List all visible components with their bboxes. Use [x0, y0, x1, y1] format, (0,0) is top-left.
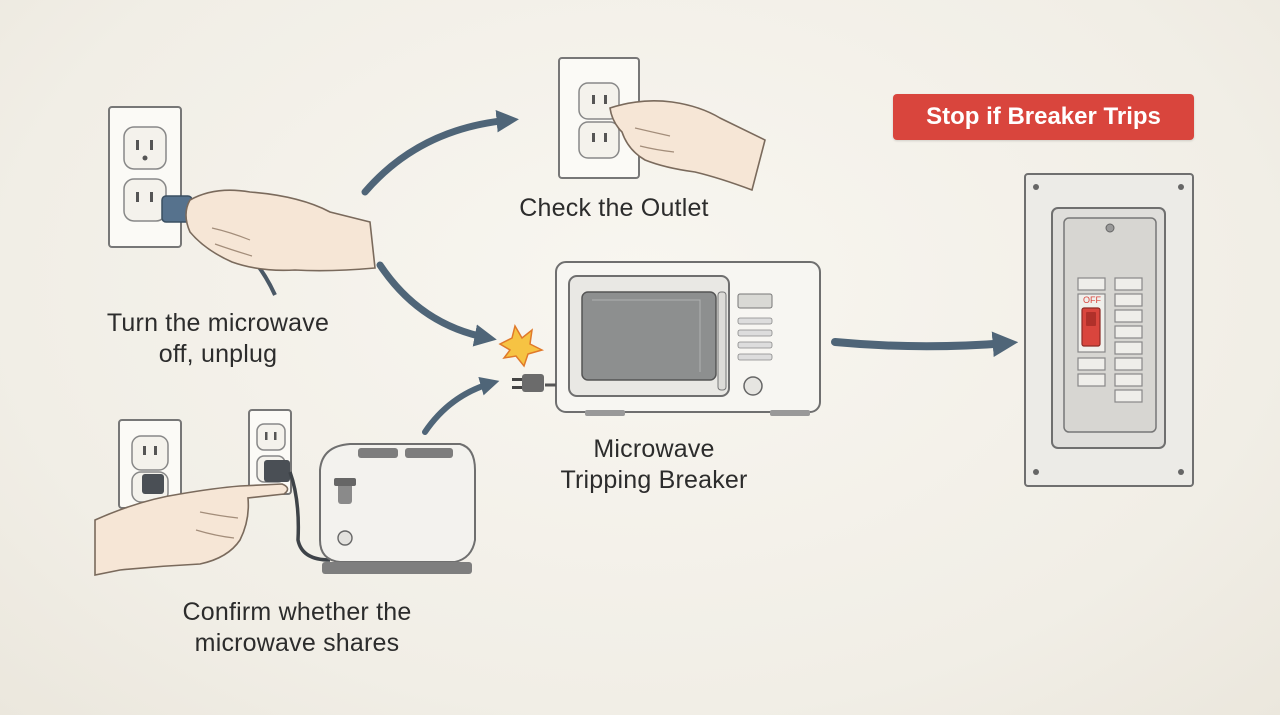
hand-icon: [609, 100, 766, 192]
outlet-icon: [108, 106, 182, 248]
breaker-panel-icon: OFF: [1024, 173, 1194, 487]
flow-arrows: [361, 110, 1019, 435]
arrow-icon: [422, 376, 500, 435]
outlet-icon: [118, 419, 182, 509]
hand-icon: [185, 189, 376, 272]
step-shared-circuit-label: Confirm whether the microwave shares: [150, 597, 444, 659]
step-check-outlet-text: Check the Outlet: [519, 194, 709, 222]
plug-icon: [142, 460, 331, 562]
toaster-icon: [319, 443, 476, 574]
center-title-label: Microwave Tripping Breaker: [520, 434, 788, 496]
step-shared-circuit-line1: Confirm whether the: [182, 598, 412, 626]
step-unplug-line2: off, unplug: [158, 340, 278, 368]
breaker-off-label: OFF: [1083, 295, 1101, 305]
center-title-line2: Tripping Breaker: [560, 466, 748, 494]
plug-icon: [512, 374, 556, 392]
step-unplug-line1: Turn the microwave: [106, 309, 330, 337]
arrow-icon: [831, 331, 1019, 357]
center-title-line1: Microwave: [593, 435, 715, 463]
step-shared-circuit-line2: microwave shares: [194, 629, 400, 657]
hand-icon: [94, 483, 289, 576]
outlet-icon: [558, 57, 640, 179]
arrow-icon: [361, 110, 519, 196]
warning-badge: Stop if Breaker Trips: [893, 94, 1194, 140]
step-check-outlet-label: Check the Outlet: [480, 193, 748, 224]
spark-icon: [498, 324, 545, 368]
step-unplug-label: Turn the microwave off, unplug: [80, 308, 356, 370]
microwave-icon: [555, 261, 821, 416]
arrow-icon: [376, 261, 497, 347]
